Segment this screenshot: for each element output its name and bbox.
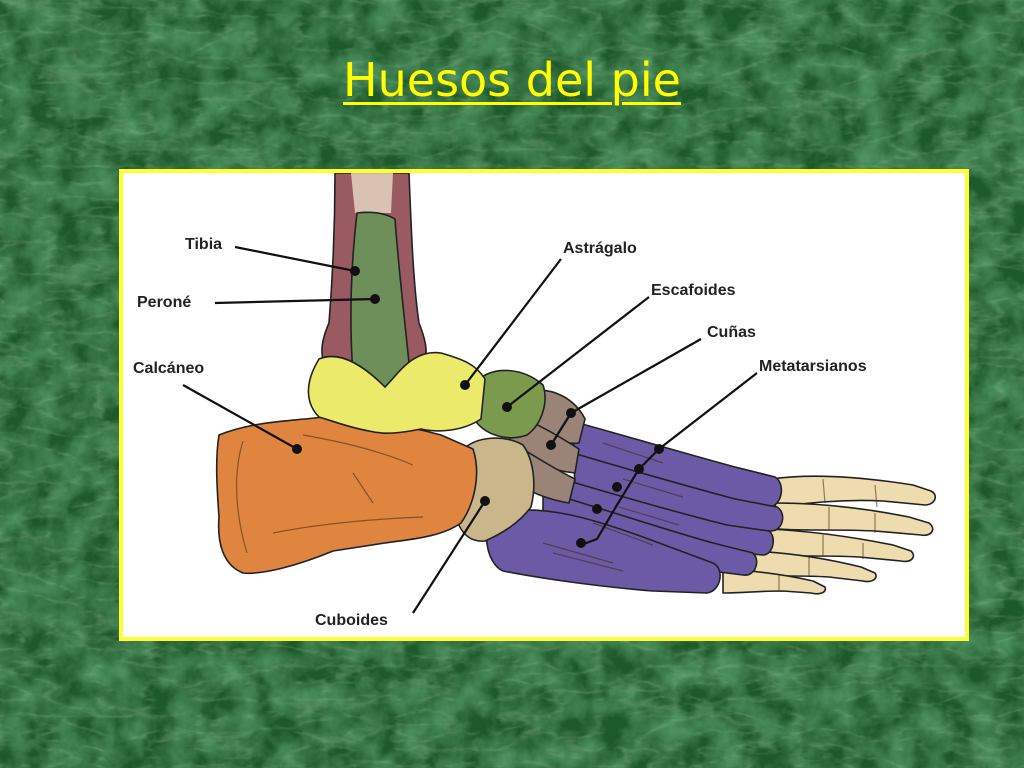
label-escafoides: Escafoides <box>651 282 736 299</box>
calcaneo-pointer-dot <box>292 444 302 454</box>
label-cunas: Cuñas <box>707 324 756 341</box>
metatarsal-5 <box>485 509 721 594</box>
metatarsianos-pointer-dot-3 <box>612 482 622 492</box>
label-perone: Peroné <box>137 294 191 311</box>
diagram-frame: Tibia Peroné Calcáneo Astrágalo Escafoid… <box>119 169 969 641</box>
calcaneo-leader <box>182 384 298 450</box>
cunas-pointer-dot-2 <box>546 440 556 450</box>
bone-labels: Tibia Peroné Calcáneo Astrágalo Escafoid… <box>133 236 867 629</box>
label-tibia: Tibia <box>185 236 222 253</box>
cuboides-pointer-dot <box>480 496 490 506</box>
label-astragalo: Astrágalo <box>563 240 637 257</box>
cunas-pointer-dot-1 <box>566 408 576 418</box>
tibia-pointer-dot <box>350 266 360 276</box>
phalanges-bones <box>722 475 937 595</box>
astragalo-leader <box>464 258 562 386</box>
label-calcaneo: Calcáneo <box>133 360 204 377</box>
label-metatarsianos: Metatarsianos <box>759 358 867 375</box>
foot-diagram: Tibia Peroné Calcáneo Astrágalo Escafoid… <box>133 173 937 629</box>
metatarsianos-pointer-dot-2 <box>634 464 644 474</box>
escafoides-pointer-dot <box>502 402 512 412</box>
metatarsianos-leader <box>580 372 758 547</box>
astragalo-pointer-dot <box>460 380 470 390</box>
leader-lines <box>182 245 758 614</box>
page-title: Huesos del pie <box>343 53 681 107</box>
phalanx-2 <box>774 502 934 537</box>
metatarsianos-pointer-dot-1 <box>654 444 664 454</box>
escafoides-leader <box>506 296 650 408</box>
astragalo-bone <box>307 351 486 434</box>
cuboides-leader <box>412 500 486 614</box>
perone-pointer-dot <box>370 294 380 304</box>
tibia-leader <box>234 245 356 273</box>
phalanx-1 <box>770 475 937 508</box>
perone-leader <box>214 297 376 305</box>
label-cuboides: Cuboides <box>315 612 388 629</box>
calcaneo-bone <box>215 416 478 575</box>
metatarsianos-pointer-dot-4 <box>592 504 602 514</box>
metatarsianos-pointer-dot-5 <box>576 538 586 548</box>
